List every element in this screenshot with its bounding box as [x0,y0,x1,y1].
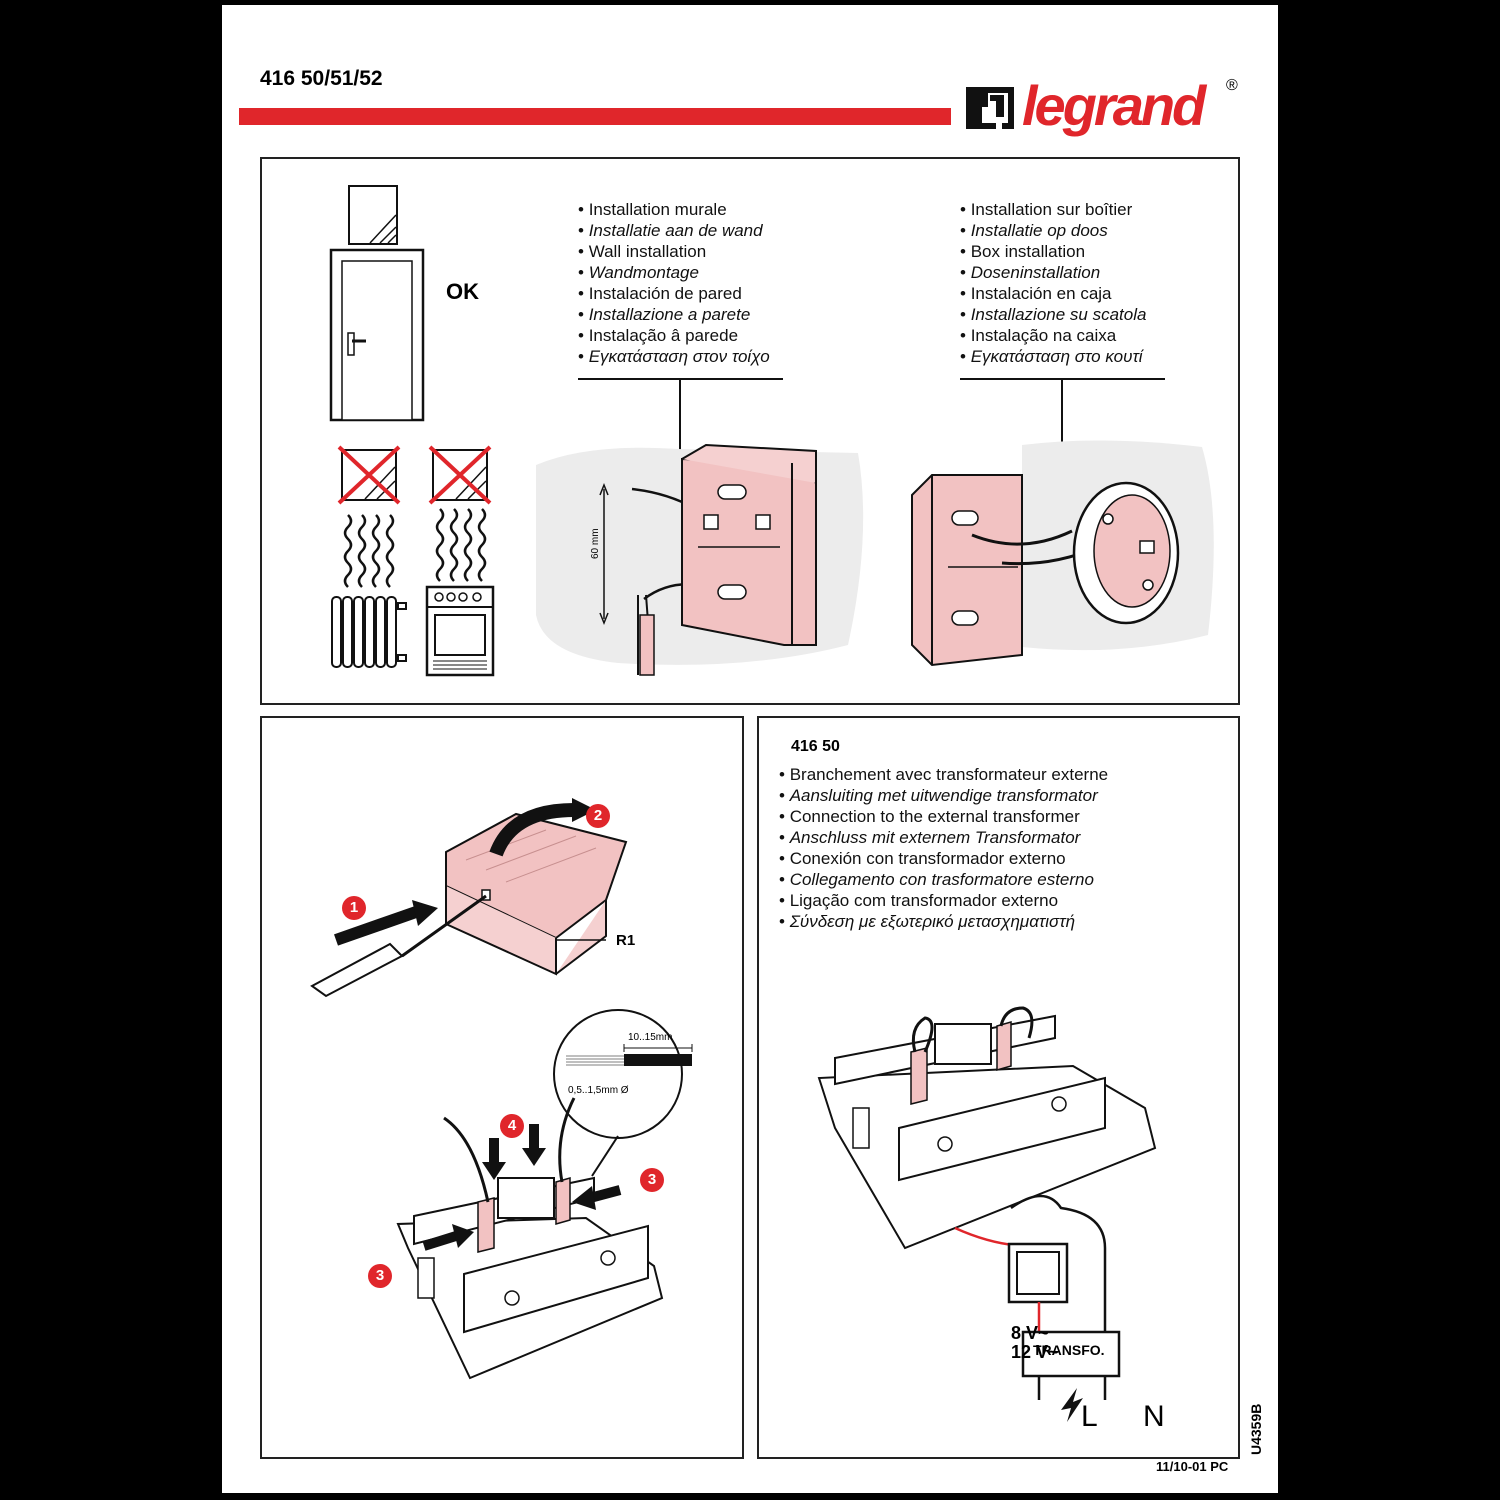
brand-wordmark: legrand [1022,74,1206,137]
wall-mount-illustration [536,443,864,676]
list-item: Instalação na caixa [960,325,1146,346]
picture-frame-icon [348,185,398,245]
box-installation-list: Installation sur boîtier Installatie op … [960,199,1147,367]
box-mount-illustration [911,440,1214,667]
leader-line [578,378,783,461]
document-code: U4359B [1248,1403,1264,1455]
list-item: Εγκατάσταση στον τοίχο [578,346,770,367]
list-item: Instalación en caja [960,283,1146,304]
heat-waves-icon [343,514,395,588]
line-label: L [1081,1400,1098,1433]
list-item: Doseninstallation [960,262,1146,283]
list-item: Ligação com transformador externo [779,890,1108,911]
voltage-label: 8 V~ [1011,1323,1049,1343]
list-item: Installazione a parete [578,304,770,325]
print-date: 11/10-01 PC [1156,1459,1229,1474]
list-item: Σύνδεση με εξωτερικό μετασχηματιστή [779,911,1108,932]
list-item: Wall installation [578,241,770,262]
registered-mark: ® [1226,77,1238,94]
list-item: Connection to the external transformer [779,806,1108,827]
list-item: Installatie aan de wand [578,220,770,241]
connection-list: Branchement avec transformateur externe … [779,764,1108,932]
step-badge: 1 [342,896,366,920]
wire-section-label: 0,5..1,5mm Ø [568,1085,629,1096]
external-transformer-panel: 416 50 Branchement avec transformateur e… [757,716,1240,1459]
list-item: Branchement avec transformateur externe [779,764,1108,785]
header-red-bar [239,108,951,125]
transformer-wiring-illustration [817,1006,1157,1422]
transformer-label: TRANSFO. [1033,1342,1105,1358]
ok-label: OK [446,279,479,304]
list-item: Wandmontage [578,262,770,283]
list-item: Instalação â parede [578,325,770,346]
list-item: Collegamento con trasformatore esterno [779,869,1108,890]
part-label: R1 [616,932,636,949]
wire-strip-detail [553,1009,693,1177]
radiator-icon [331,596,407,668]
heat-waves-icon [435,508,487,582]
opening-and-wiring-panel: R1 1 2 10..15mm 0,5..1,5mm Ø [260,716,744,1459]
wall-installation-list: Installation murale Installatie aan de w… [578,199,770,367]
list-item: Installatie op doos [960,220,1146,241]
step-badge: 3 [368,1264,392,1288]
model-label: 416 50 [791,738,840,755]
list-item: Εγκατάσταση στο κουτί [960,346,1146,367]
list-item: Conexión con transformador externo [779,848,1108,869]
neutral-label: N [1143,1400,1165,1433]
legrand-logo-icon [966,87,1014,129]
crossed-frame-icon [428,445,492,505]
dimension-label: 60 mm [590,528,601,559]
step-badge: 2 [586,804,610,828]
stove-icon [425,585,495,677]
step-badge: 3 [640,1168,664,1192]
product-codes: 416 50/51/52 [260,67,383,90]
list-item: Anschluss mit externem Transformator [779,827,1108,848]
list-item: Box installation [960,241,1146,262]
installation-location-panel: OK [260,157,1240,705]
base-wiring-illustration [396,1097,664,1380]
cover-removal-illustration [310,798,628,998]
step-badge: 4 [500,1114,524,1138]
list-item: Instalación de pared [578,283,770,304]
list-item: Aansluiting met uitwendige transformator [779,785,1108,806]
crossed-frame-icon [337,445,401,505]
list-item: Installazione su scatola [960,304,1147,325]
strip-length-label: 10..15mm [628,1032,673,1043]
list-item: Installation murale [578,199,770,220]
list-item: Installation sur boîtier [960,199,1146,220]
instruction-sheet: 416 50/51/52 legrand ® OK [222,5,1278,1493]
voltage-label: 12 V~ [1011,1342,1059,1362]
door-icon [329,248,425,422]
